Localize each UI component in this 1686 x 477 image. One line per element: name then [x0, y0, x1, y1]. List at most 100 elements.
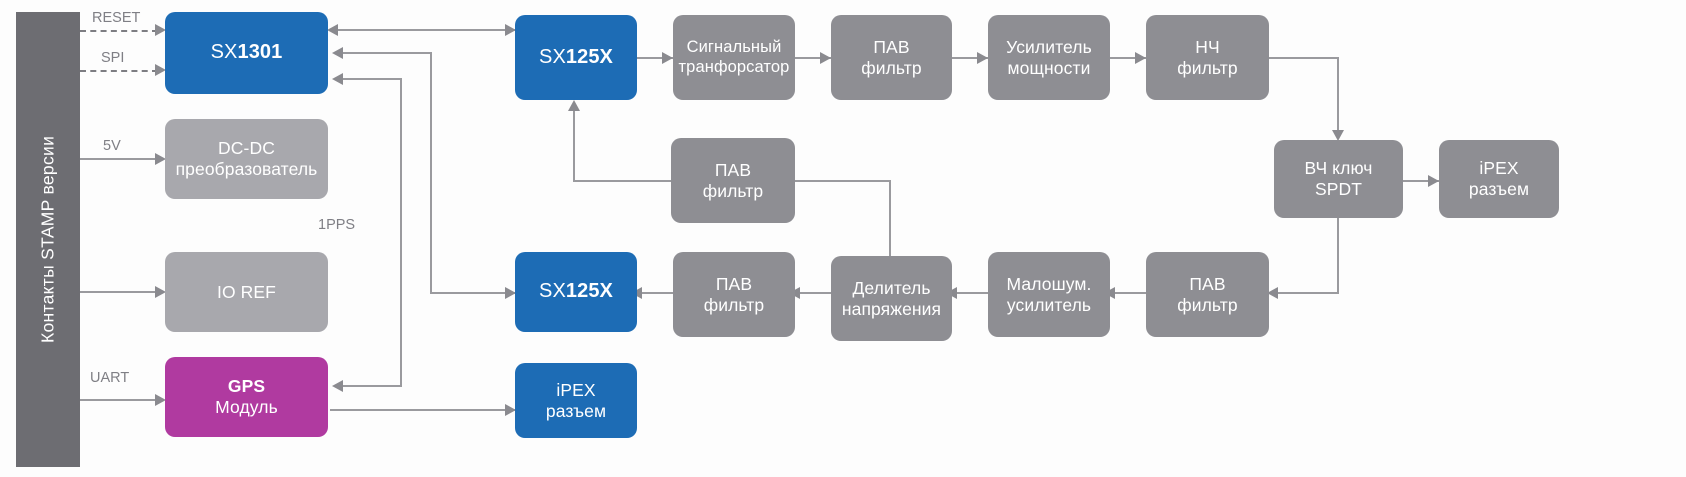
arrowhead-sx125x-top-in: [505, 24, 516, 36]
connector-rfswitch-sawrx1-h: [1275, 292, 1339, 294]
connector-lpf-rfswitch-h: [1269, 57, 1339, 59]
arrowhead-ipex-left-in: [505, 404, 516, 416]
block-sx125x-bottom[interactable]: SX125X: [515, 252, 637, 332]
block-sx1301[interactable]: SX1301: [165, 12, 328, 94]
block-voltage-divider-line2: напряжения: [841, 298, 942, 319]
arrowhead-rfswitch-in-top: [1332, 130, 1344, 141]
arrowhead-sx1301-in-1pps: [332, 73, 343, 85]
block-lna-line1: Малошум.: [1006, 273, 1092, 294]
connector-sawtx-pa: [952, 57, 988, 59]
block-low-pass-filter[interactable]: НЧ фильтр: [1146, 15, 1269, 100]
arrowhead-sx125x-bottom-in: [505, 287, 516, 299]
block-signal-transformer-line2: транфорсатор: [678, 57, 790, 76]
connector-gps-ipex: [330, 409, 515, 411]
block-power-amplifier-line1: Усилитель: [1006, 36, 1092, 57]
block-saw-filter-rx2-line1: ПАВ: [715, 273, 753, 294]
arrowhead-ipex-right-in: [1428, 175, 1439, 187]
block-rf-switch-line1: ВЧ ключ: [1304, 158, 1373, 179]
block-rf-switch-spdt[interactable]: ВЧ ключ SPDT: [1274, 140, 1403, 218]
block-signal-transformer[interactable]: Сигнальный транфорсатор: [673, 15, 795, 100]
connector-sawmid-divider-h: [795, 180, 891, 182]
connector-pa-lpf: [1110, 57, 1146, 59]
arrowhead-pa-in: [977, 52, 988, 64]
block-lna-line2: усилитель: [1006, 294, 1092, 315]
arrowhead-5v: [155, 153, 166, 165]
block-saw-filter-rx1-line2: фильтр: [1177, 294, 1238, 315]
connector-sawmid-divider-v: [889, 180, 891, 256]
block-sx125x-bottom-text: SX125X: [539, 280, 613, 303]
block-low-pass-filter-line2: фильтр: [1177, 57, 1238, 78]
block-sx1301-text: SX1301: [210, 41, 283, 64]
connector-sx1301-sx125x-top: [333, 29, 515, 31]
block-io-ref[interactable]: IO REF: [165, 252, 328, 332]
arrowhead-sx125x-top-in-bottom: [568, 100, 580, 111]
connector-sawrx1-lna: [1110, 292, 1146, 294]
arrowhead-lpf-in: [1135, 52, 1146, 64]
block-gps-module[interactable]: GPS Модуль: [165, 357, 328, 437]
block-signal-transformer-line1: Сигнальный: [686, 38, 782, 57]
arrowhead-balun-in: [662, 52, 673, 64]
block-ipex-left-line2: разъем: [545, 400, 607, 421]
connector-sx125x-balun: [637, 57, 673, 59]
connector-balun-sawtx: [795, 57, 831, 59]
arrowhead-sx1301-in-mid: [332, 47, 343, 59]
block-rf-switch-line2: SPDT: [1314, 179, 1363, 199]
block-saw-filter-mid-line1: ПАВ: [714, 159, 752, 180]
connector-ioref: [80, 291, 158, 293]
connector-lpf-rfswitch-v: [1337, 57, 1339, 137]
block-saw-filter-mid[interactable]: ПАВ фильтр: [671, 138, 795, 223]
arrowhead-spi: [155, 64, 166, 76]
arrowhead-gps-in-1pps: [332, 380, 343, 392]
stamp-pins-sidebar[interactable]: Контакты STAMP версии: [16, 12, 80, 467]
connector-sx125x-bottom-to-sx1301-v: [430, 52, 432, 293]
arrowhead-sawrx1-in: [1267, 287, 1278, 299]
connector-sx125x-bottom-to-sx1301-h: [340, 52, 432, 54]
block-dcdc-line1: DC-DC: [218, 138, 275, 159]
block-ipex-left-line1: iPEX: [556, 379, 596, 400]
block-low-noise-amplifier[interactable]: Малошум. усилитель: [988, 252, 1110, 337]
block-saw-filter-tx-line1: ПАВ: [873, 36, 910, 57]
block-sx125x-top[interactable]: SX125X: [515, 15, 637, 100]
arrowhead-reset: [155, 24, 166, 36]
edge-label-1pps: 1PPS: [318, 217, 356, 233]
connector-sawrx2-sx125x: [637, 292, 673, 294]
block-saw-filter-rx2-line2: фильтр: [703, 294, 765, 315]
stamp-pins-label: Контакты STAMP версии: [37, 135, 58, 344]
block-ipex-connector-right[interactable]: iPEX разъем: [1439, 140, 1559, 218]
connector-5v: [80, 158, 158, 160]
block-saw-filter-rx2[interactable]: ПАВ фильтр: [673, 252, 795, 337]
arrowhead-uart: [155, 394, 166, 406]
connector-rfswitch-sawrx1-v: [1337, 218, 1339, 293]
arrowhead-sx1301-in-top: [327, 24, 338, 36]
block-dcdc-converter[interactable]: DC-DC преобразователь: [165, 119, 328, 199]
block-sx125x-top-text: SX125X: [539, 45, 613, 68]
connector-1pps-v: [400, 78, 402, 386]
arrowhead-sawtx-in: [820, 52, 831, 64]
block-ipex-right-line2: разъем: [1468, 179, 1530, 199]
edge-label-reset: RESET: [92, 10, 141, 26]
connector-uart: [80, 399, 158, 401]
connector-rfswitch-ipex: [1403, 180, 1439, 182]
block-saw-filter-tx[interactable]: ПАВ фильтр: [831, 15, 952, 100]
connector-1pps-h2: [340, 385, 402, 387]
connector-reset: [80, 30, 158, 32]
block-power-amplifier[interactable]: Усилитель мощности: [988, 15, 1110, 100]
connector-sawmid-sx125x-v: [573, 110, 575, 182]
block-gps-line1: GPS: [227, 376, 266, 397]
connector-spi: [80, 70, 158, 72]
block-ipex-connector-left[interactable]: iPEX разъем: [515, 363, 637, 438]
block-saw-filter-rx1-line1: ПАВ: [1189, 273, 1226, 294]
block-io-ref-line1: IO REF: [217, 281, 276, 302]
connector-sawmid-sx125x-h: [573, 180, 671, 182]
block-power-amplifier-line2: мощности: [1007, 57, 1091, 78]
connector-divider-sawrx2: [795, 292, 831, 294]
block-dcdc-line2: преобразователь: [175, 159, 318, 179]
block-voltage-divider-line1: Делитель: [852, 277, 931, 298]
block-saw-filter-rx1[interactable]: ПАВ фильтр: [1146, 252, 1269, 337]
edge-label-5v: 5V: [103, 138, 121, 154]
edge-label-spi: SPI: [101, 50, 125, 66]
block-saw-filter-mid-line2: фильтр: [702, 180, 764, 201]
block-voltage-divider[interactable]: Делитель напряжения: [831, 256, 952, 341]
block-gps-line2: Модуль: [215, 397, 278, 417]
